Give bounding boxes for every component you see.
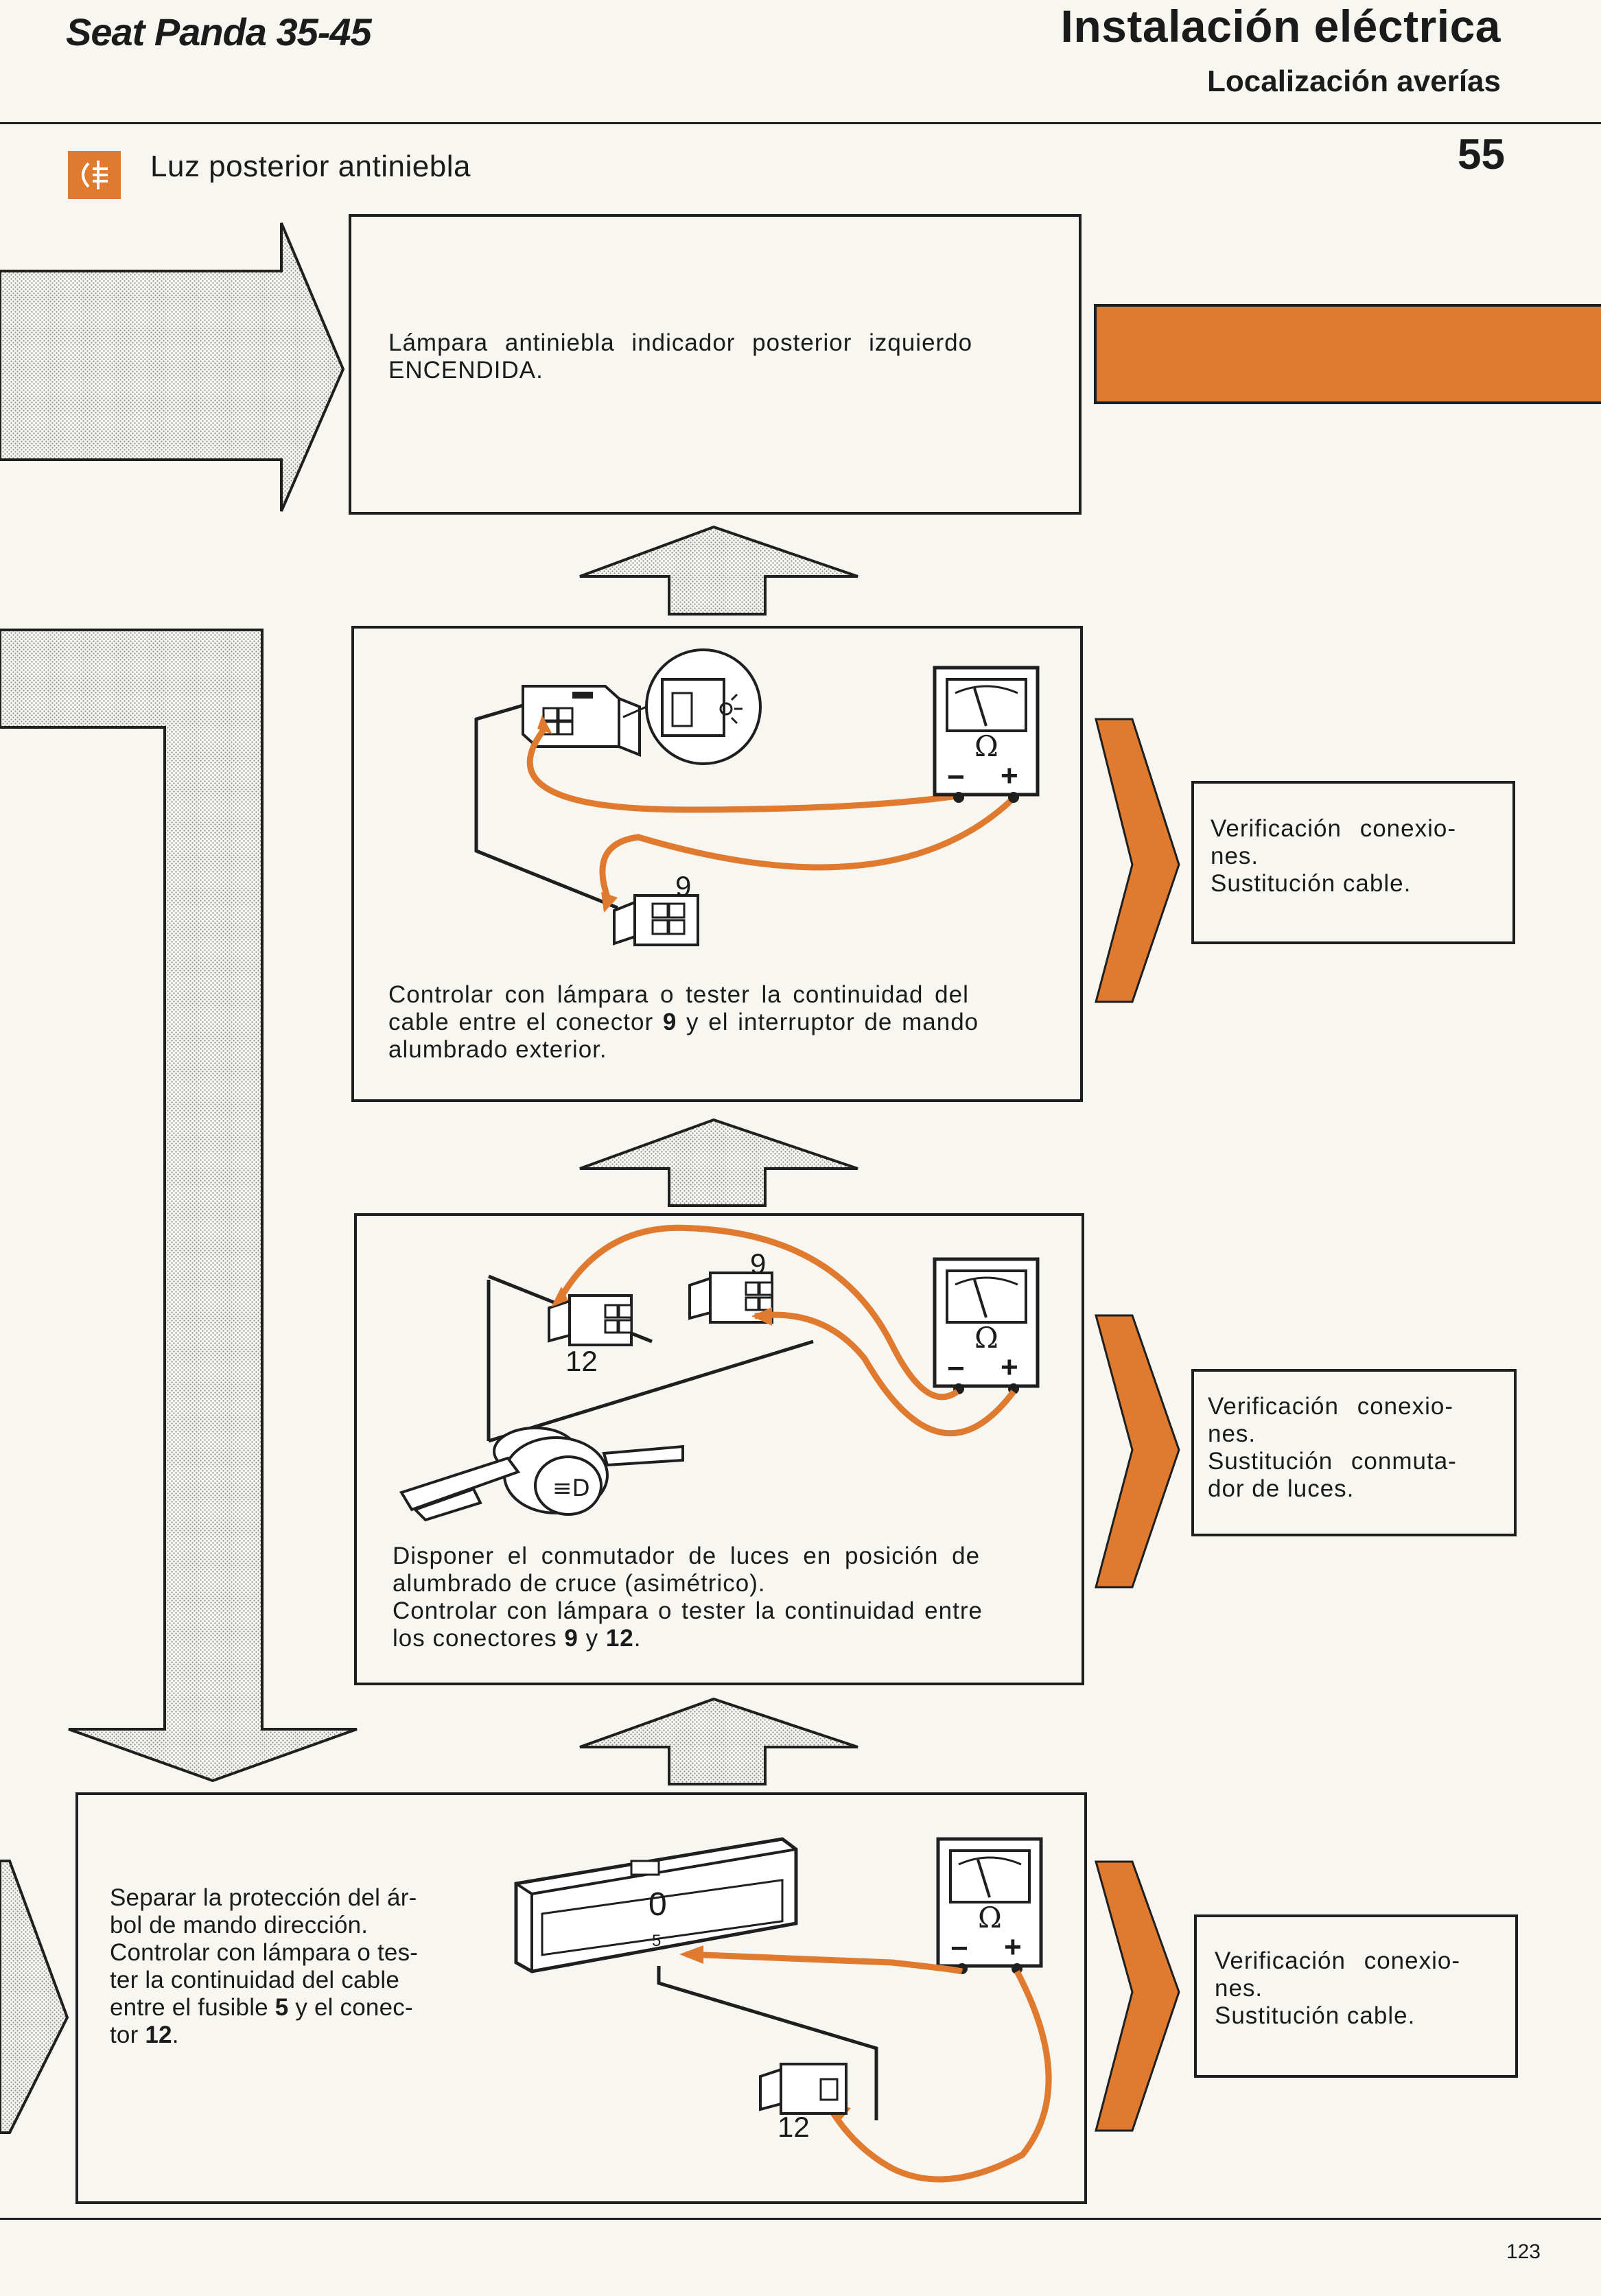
step2-line2: cable entre el conector 9 y el interrupt… xyxy=(388,1009,979,1035)
section-number: 55 xyxy=(1458,131,1505,178)
step2-line1: Controlar con lámpara o tester la contin… xyxy=(388,981,969,1008)
step4-line4: ter la continuidad del cable xyxy=(110,1967,399,1993)
up-arrow-1 xyxy=(579,525,858,616)
step3-line4: los conectores 9 y 12. xyxy=(393,1625,642,1652)
fault1-line3: Sustitución cable. xyxy=(1211,870,1412,897)
plus-terminal-label: + xyxy=(1001,759,1018,793)
rear-fog-light-icon xyxy=(68,151,121,199)
minus-terminal-label: − xyxy=(950,1932,968,1965)
step4-text: Separar la protección del ár- bol de man… xyxy=(110,1884,467,2049)
result-bar xyxy=(1094,304,1601,404)
page-footer-number: 123 xyxy=(1506,2240,1541,2263)
step4-line5: entre el fusible 5 y el conec- xyxy=(110,1994,413,2021)
ohm-symbol: Ω xyxy=(974,729,998,763)
step4-line1: Separar la protección del ár- xyxy=(110,1884,417,1911)
step-box-4 xyxy=(75,1792,1087,2204)
step2-diagram xyxy=(474,648,1015,946)
plus-terminal-label: + xyxy=(1001,1350,1018,1384)
fault-box-3 xyxy=(1194,1914,1518,2078)
fault-text-3: Verificación conexio- nes. Sustitución c… xyxy=(1215,1947,1510,2030)
page-subtitle: Localización averías xyxy=(1207,65,1501,98)
section-title: Luz posterior antiniebla xyxy=(150,150,471,183)
fuse-label: 5 xyxy=(652,1932,662,1950)
entry-arrow xyxy=(0,222,345,512)
fault-arrow-1 xyxy=(1095,718,1180,1003)
ohm-symbol: Ω xyxy=(978,1901,1002,1934)
step3-diagram: ≡D xyxy=(399,1224,1016,1522)
connector-label: 12 xyxy=(778,2111,810,2143)
step3-line1: Disponer el conmutador de luces en posic… xyxy=(393,1543,981,1569)
fault3-line3: Sustitución cable. xyxy=(1215,2002,1416,2029)
minus-terminal-label: − xyxy=(947,1352,965,1385)
fault2-line3: Sustitución conmuta- xyxy=(1208,1448,1457,1475)
up-arrow-2 xyxy=(579,1118,858,1207)
fault1-line1: Verificación conexio- xyxy=(1211,815,1456,842)
step3-text: Disponer el conmutador de luces en posic… xyxy=(393,1543,1079,1652)
fault-text-1: Verificación conexio- nes. Sustitución c… xyxy=(1211,815,1506,898)
svg-text:≡D: ≡D xyxy=(552,1475,590,1502)
step3-line3: Controlar con lámpara o tester la contin… xyxy=(393,1597,983,1624)
step4-line2: bol de mando dirección. xyxy=(110,1912,369,1938)
connector-label: 12 xyxy=(565,1345,598,1377)
fault-arrow-3 xyxy=(1095,1860,1180,2132)
step1-line2: ENCENDIDA. xyxy=(388,357,544,384)
connector-label: 9 xyxy=(675,870,692,902)
step3-line2: alumbrado de cruce (asimétrico). xyxy=(393,1570,766,1597)
step4-line6: tor 12. xyxy=(110,2022,179,2048)
footer-rule xyxy=(0,2218,1601,2220)
ohmmeter-3 xyxy=(936,1837,1043,1974)
fault2-line4: dor de luces. xyxy=(1208,1475,1355,1502)
step2-line3: alumbrado exterior. xyxy=(388,1036,607,1063)
manual-model: Seat Panda 35-45 xyxy=(66,10,372,54)
step-box-1 xyxy=(349,214,1082,515)
page-title: Instalación eléctrica xyxy=(1060,1,1501,51)
fault3-line2: nes. xyxy=(1215,1975,1263,2002)
up-arrow-3 xyxy=(579,1697,858,1785)
step4-diagram xyxy=(514,1837,1052,2183)
fault-box-2 xyxy=(1191,1369,1517,1536)
step-box-3 xyxy=(354,1213,1084,1685)
ohmmeter-2 xyxy=(933,1257,1040,1394)
fuse-display: 0 xyxy=(648,1886,667,1923)
fault-arrow-2 xyxy=(1095,1314,1180,1589)
step4-line3: Controlar con lámpara o tes- xyxy=(110,1939,419,1966)
connector-label: 9 xyxy=(750,1247,767,1280)
header-rule xyxy=(0,122,1601,124)
fault2-line1: Verificación conexio- xyxy=(1208,1393,1453,1420)
fault3-line1: Verificación conexio- xyxy=(1215,1947,1460,1974)
plus-terminal-label: + xyxy=(1004,1930,1022,1964)
minus-terminal-label: − xyxy=(947,760,965,794)
fault2-line2: nes. xyxy=(1208,1420,1257,1447)
fault-text-2: Verificación conexio- nes. Sustitución c… xyxy=(1208,1393,1510,1503)
ohm-symbol: Ω xyxy=(974,1321,998,1355)
lower-entry-arrow xyxy=(0,1860,69,2134)
fault1-line2: nes. xyxy=(1211,843,1259,869)
fault-box-1 xyxy=(1191,781,1515,944)
step1-text: Lámpara antiniebla indicador posterior i… xyxy=(388,329,1075,384)
step1-line1: Lámpara antiniebla indicador posterior i… xyxy=(388,329,973,356)
return-flow-arrow xyxy=(0,629,358,1783)
ohmmeter-1 xyxy=(933,666,1040,803)
step2-text: Controlar con lámpara o tester la contin… xyxy=(388,981,1075,1064)
step-box-2 xyxy=(351,626,1083,1102)
